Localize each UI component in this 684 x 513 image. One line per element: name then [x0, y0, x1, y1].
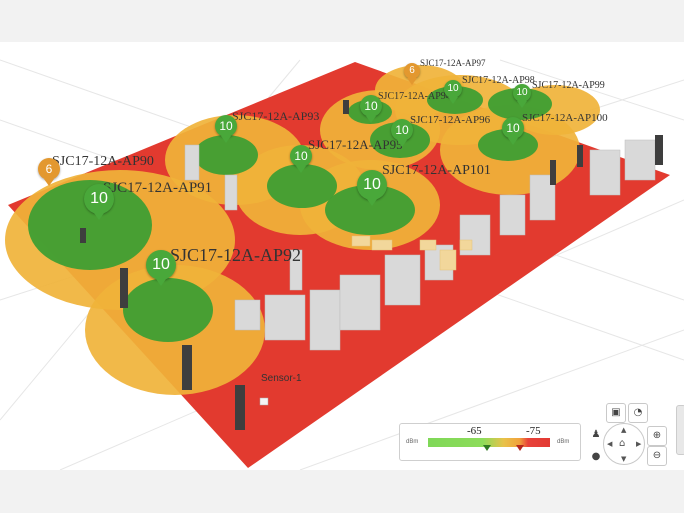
legend-gradient-bar	[428, 438, 550, 447]
pan-down-icon[interactable]: ▼	[621, 455, 627, 463]
signal-legend: dBm -65 -75 dBm	[399, 423, 581, 461]
legend-marker-a[interactable]	[483, 445, 491, 451]
ap97-pin-icon[interactable]: 6	[404, 63, 420, 85]
ap-label-ap91[interactable]: SJC17-12A-AP91	[103, 180, 213, 196]
sensor-label[interactable]: Sensor-1	[261, 373, 302, 384]
ap98-pin-icon[interactable]: 10	[444, 80, 462, 104]
ap-label-ap93[interactable]: SJC17-12A-AP93	[232, 109, 320, 123]
ap93-pin-icon[interactable]: 10	[215, 115, 237, 143]
ap-label-ap101[interactable]: SJC17-12A-AP101	[382, 163, 491, 178]
cube-icon[interactable]: ▣	[606, 403, 626, 423]
pan-right-icon[interactable]: ▶	[636, 440, 642, 448]
ap-label-ap92[interactable]: SJC17-12A-AP92	[170, 245, 302, 265]
ap-label-ap95[interactable]: SJC17-12A-AP95	[308, 137, 403, 152]
side-scroll-handle[interactable]	[676, 405, 684, 455]
ap91-pin-icon[interactable]: 10	[84, 184, 114, 220]
top-toolbar	[0, 0, 684, 42]
ap90-pin-icon[interactable]: 6	[38, 158, 60, 186]
zoom-in-icon[interactable]: ⊕	[647, 426, 667, 446]
ap99-pin-icon[interactable]: 10	[513, 84, 531, 108]
ap94-pin-icon[interactable]: 10	[360, 95, 382, 123]
person-icon[interactable]: ♟	[591, 429, 601, 440]
ap-label-ap90[interactable]: SJC17-12A-AP90	[52, 154, 154, 169]
bottom-bar	[0, 470, 684, 513]
sensor-marker[interactable]	[259, 397, 269, 406]
legend-marker-b[interactable]	[516, 445, 524, 451]
legend-value-b: -75	[526, 425, 541, 437]
pan-left-icon[interactable]: ◀	[607, 440, 613, 448]
pan-up-icon[interactable]: ▲	[621, 426, 627, 434]
legend-value-a: -65	[467, 425, 482, 437]
ap96-pin-icon[interactable]: 10	[391, 119, 413, 147]
ap-label-ap96[interactable]: SJC17-12A-AP96	[410, 114, 491, 126]
ap92-pin-icon[interactable]: 10	[146, 250, 176, 286]
ap-label-ap94[interactable]: SJC17-12A-AP94	[378, 91, 451, 102]
pin-icon[interactable]: ●	[591, 451, 601, 462]
legend-unit-right: dBm	[557, 439, 570, 445]
floor-3d-viewport[interactable]: SJC17-12A-AP90 SJC17-12A-AP91 SJC17-12A-…	[0, 42, 684, 470]
ap101-pin-icon[interactable]: 10	[357, 170, 387, 206]
ap100-pin-icon[interactable]: 10	[502, 117, 524, 145]
ap-label-ap100[interactable]: SJC17-12A-AP100	[522, 112, 608, 124]
zoom-out-icon[interactable]: ⊖	[647, 446, 667, 466]
navigation-pad[interactable]: ▲ ▼ ◀ ▶ ⌂	[603, 423, 645, 465]
ap-label-ap98[interactable]: SJC17-12A-AP98	[462, 75, 535, 86]
floor-plan-scene[interactable]	[0, 42, 684, 470]
ap95-pin-icon[interactable]: 10	[290, 145, 312, 173]
ap-label-ap97[interactable]: SJC17-12A-AP97	[420, 58, 486, 68]
walls	[80, 100, 663, 430]
ap-label-ap99[interactable]: SJC17-12A-AP99	[532, 80, 605, 91]
pie-icon[interactable]: ◔	[628, 403, 648, 423]
legend-unit-left: dBm	[406, 439, 419, 445]
home-icon[interactable]: ⌂	[619, 438, 626, 449]
